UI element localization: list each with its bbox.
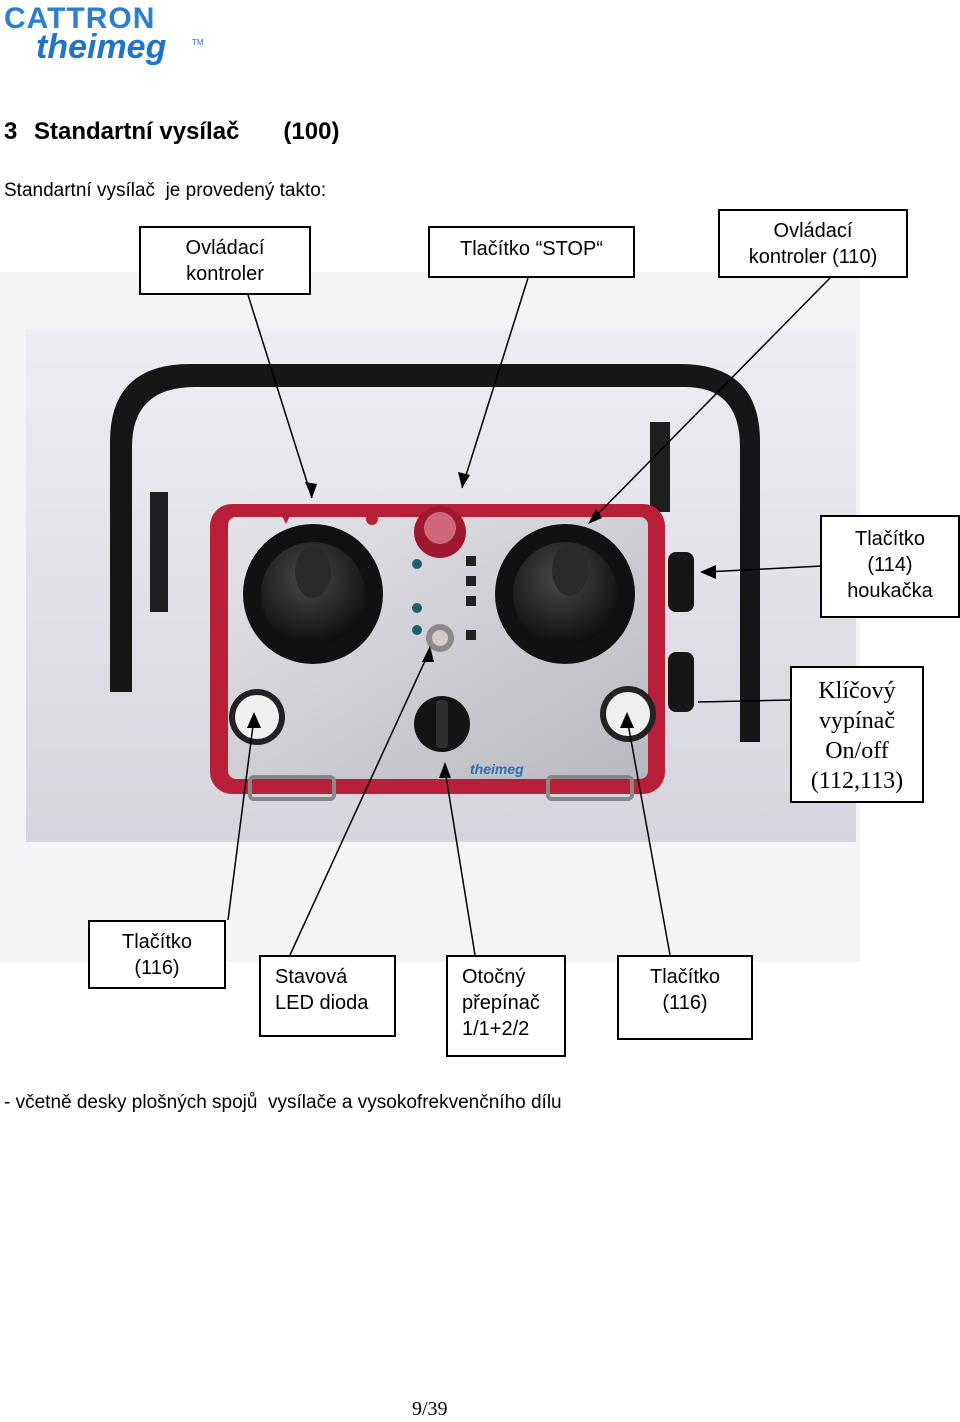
callout-horn-button-line2: (114) — [867, 554, 913, 576]
callout-horn-button: Tlačítko (114) houkačka — [820, 515, 960, 618]
callout-control-left: Ovládací kontroler — [139, 226, 311, 295]
callout-stop-button: Tlačítko “STOP“ — [428, 226, 635, 278]
callout-button-right-line1: Tlačítko — [649, 966, 721, 988]
callout-key-switch-line3: On/off — [825, 738, 889, 764]
callout-rotary-switch-line2: přepínač — [462, 992, 540, 1014]
callout-status-led-line2: LED dioda — [275, 992, 369, 1014]
logo-brand-bottom: theimeg — [36, 28, 167, 66]
callout-button-right-line2: (116) — [662, 992, 708, 1014]
callout-key-switch-line1: Klíčový — [818, 678, 896, 704]
callout-key-switch: Klíčový vypínač On/off (112,113) — [790, 666, 924, 803]
transmitter-illustration: theimeg — [0, 272, 860, 962]
callout-button-left-line2: (116) — [134, 957, 180, 979]
footer-description: - včetně desky plošných spojů vysílače a… — [4, 1092, 562, 1113]
cattron-theimeg-logo: CATTRON theimeg TM — [4, 2, 204, 66]
section-code: (100) — [283, 118, 340, 145]
callout-control-left-line2: kontroler — [186, 263, 264, 285]
callout-horn-button-line1: Tlačítko — [854, 528, 926, 550]
callout-stop-button-line1: Tlačítko “STOP“ — [460, 238, 603, 260]
callout-rotary-switch-line1: Otočný — [462, 966, 526, 988]
transmitter-photo: theimeg — [0, 272, 860, 962]
callout-key-switch-line4: (112,113) — [810, 768, 904, 794]
page-number: 9/39 — [412, 1398, 448, 1420]
photo-brand-label: theimeg — [470, 761, 524, 777]
callout-button-left: Tlačítko (116) — [88, 920, 226, 989]
callout-rotary-switch: Otočný přepínač 1/1+2/2 — [446, 955, 566, 1057]
callout-button-right: Tlačítko (116) — [617, 955, 753, 1040]
section-heading: 3 Standartní vysílač (100) — [4, 118, 339, 146]
callout-horn-button-line3: houkačka — [847, 580, 933, 602]
section-number: 3 — [4, 118, 18, 145]
section-title: Standartní vysílač — [34, 118, 240, 145]
logo-trademark: TM — [192, 38, 204, 47]
callout-control-right-line2: kontroler (110) — [748, 246, 878, 268]
callout-key-switch-line2: vypínač — [819, 708, 895, 734]
callout-button-left-line1: Tlačítko — [121, 931, 193, 953]
intro-text: Standartní vysílač je provedený takto: — [4, 180, 327, 201]
callout-rotary-switch-line3: 1/1+2/2 — [462, 1018, 530, 1040]
callout-status-led-line1: Stavová — [275, 966, 348, 988]
callout-control-right-line1: Ovládací — [773, 220, 853, 242]
callout-control-right: Ovládací kontroler (110) — [718, 209, 908, 278]
callout-status-led: Stavová LED dioda — [259, 955, 396, 1037]
callout-control-left-line1: Ovládací — [185, 237, 265, 259]
logo-brand-top: CATTRON — [4, 2, 156, 35]
